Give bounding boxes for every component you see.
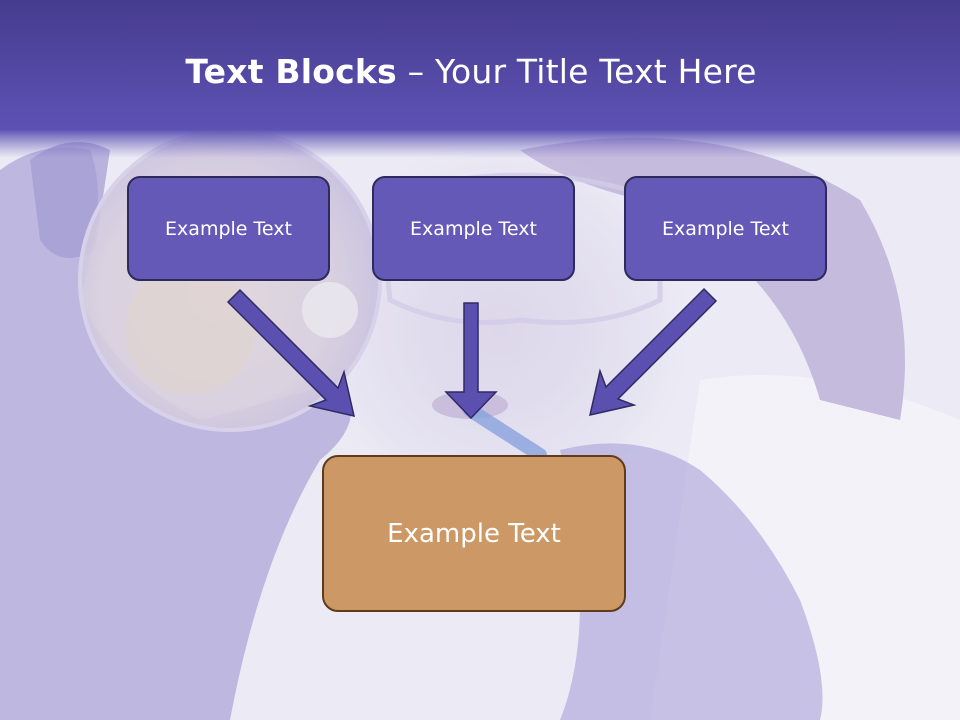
title-rest: – Your Title Text Here	[396, 52, 757, 91]
text-block-1-label: Example Text	[165, 217, 292, 240]
text-block-3[interactable]: Example Text	[624, 176, 827, 281]
text-block-2-label: Example Text	[410, 217, 537, 240]
main-text-block[interactable]: Example Text	[322, 455, 626, 612]
text-block-1[interactable]: Example Text	[127, 176, 330, 281]
title-bold: Text Blocks	[185, 52, 397, 91]
main-text-block-label: Example Text	[387, 518, 561, 549]
slide-title: Text Blocks – Your Title Text Here	[0, 52, 942, 91]
text-block-3-label: Example Text	[662, 217, 789, 240]
text-block-2[interactable]: Example Text	[372, 176, 575, 281]
